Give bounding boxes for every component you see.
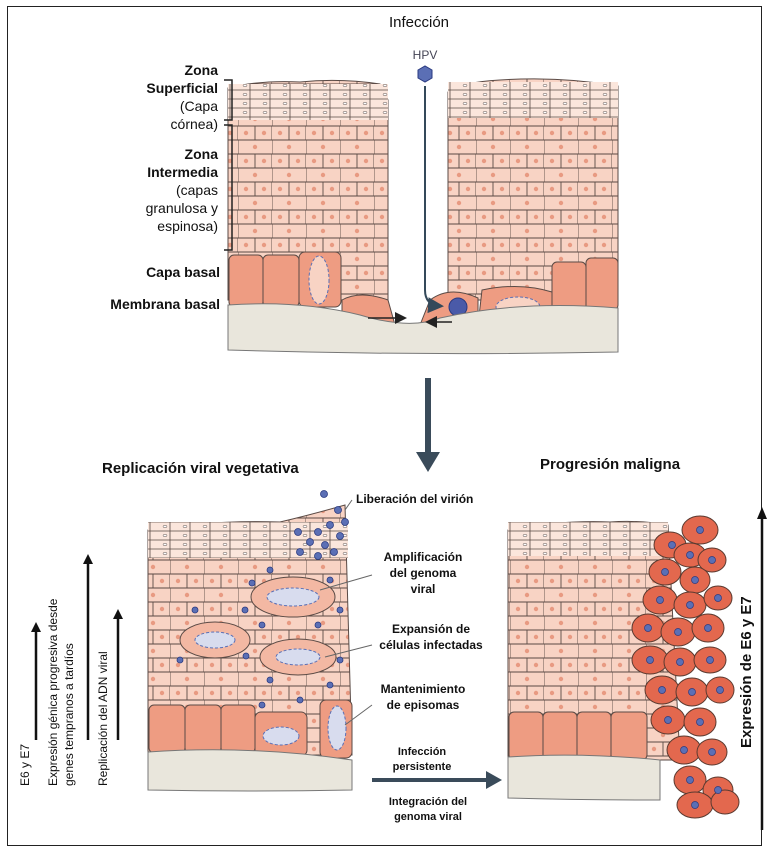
label-membrana-basal: Membrana basal [70,296,220,312]
hpv-virus-icon [418,66,432,82]
label-expresion-genica-2: genes tempranos a tardíos [62,643,76,786]
left-side-arrowheads [31,554,123,632]
malignant-membrane [508,755,660,800]
title-vegetativa: Replicación viral vegetativa [102,460,299,477]
right-side-arrowhead [757,507,767,519]
label-expresion-genica-1: Expresión génica progresiva desde [46,599,60,786]
label-expresion-e6e7-right: Expresión de E6 y E7 [738,596,755,748]
hpv-entry-arrow [425,86,440,306]
vegetative-membrane [148,750,352,791]
label-liberacion: Liberación del virión [356,492,473,506]
main-down-arrowhead [416,452,440,472]
hpv-label: HPV [404,48,446,62]
label-replicacion-adn: Replicación del ADN viral [96,651,110,786]
leader-liberacion [345,500,352,510]
infection-title: Infección [369,14,469,31]
top-membrane [228,304,618,354]
transition-arrowhead [486,771,502,789]
label-capa-basal: Capa basal [90,264,220,280]
vegetative-tissue [148,505,352,758]
label-e6-e7-left: E6 y E7 [18,744,32,786]
title-maligna: Progresión maligna [540,456,680,473]
